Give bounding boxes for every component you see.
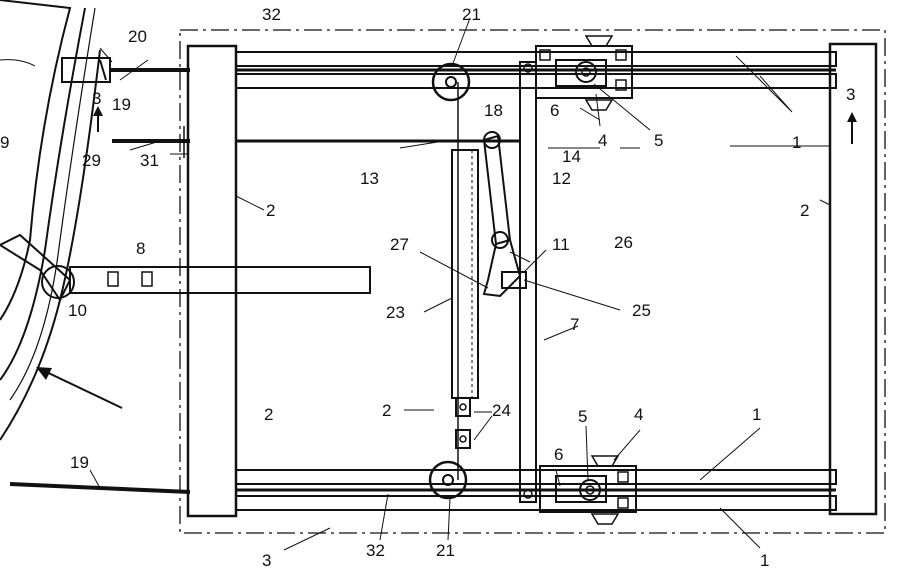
label-20: 20 xyxy=(128,27,147,46)
label-23: 23 xyxy=(386,303,405,322)
label-11: 11 xyxy=(552,235,570,254)
section-arrow-right-icon xyxy=(847,112,857,144)
label-2-left: 2 xyxy=(266,201,275,220)
label-32-bottom: 32 xyxy=(366,541,385,560)
label-19-top: 19 xyxy=(112,95,131,114)
label-9: 9 xyxy=(0,133,9,152)
pulley-21-bottom xyxy=(430,462,466,498)
dashed-enclosure-32 xyxy=(180,30,885,533)
label-21-top: 21 xyxy=(462,5,481,24)
label-4-bottom: 4 xyxy=(634,405,643,424)
label-24: 24 xyxy=(492,401,511,420)
section-arrow-left-icon xyxy=(93,106,103,132)
label-12: 12 xyxy=(552,169,571,188)
label-1-bottom-upper: 1 xyxy=(752,405,761,424)
label-5-bottom: 5 xyxy=(578,407,587,426)
label-32-top: 32 xyxy=(262,5,281,24)
label-13: 13 xyxy=(360,169,379,188)
label-3-bottom: 3 xyxy=(262,551,271,570)
label-14: 14 xyxy=(562,147,581,166)
label-2-center: 2 xyxy=(382,401,391,420)
label-2-bottom-left: 2 xyxy=(264,405,273,424)
label-8: 8 xyxy=(136,239,145,258)
label-10: 10 xyxy=(68,301,87,320)
label-6-top: 6 xyxy=(550,101,559,120)
beam-2-left xyxy=(188,46,236,516)
block-26 xyxy=(502,272,526,288)
label-6-bottom: 6 xyxy=(554,445,563,464)
label-18: 18 xyxy=(484,101,503,120)
tube-23 xyxy=(452,150,478,398)
label-21-bottom: 21 xyxy=(436,541,455,560)
member-7 xyxy=(520,62,536,502)
label-19-bottom: 19 xyxy=(70,453,89,472)
label-27: 27 xyxy=(390,235,409,254)
label-1-top: 1 xyxy=(792,133,801,152)
label-4-top: 4 xyxy=(598,131,607,150)
label-3-left: 3 xyxy=(92,89,101,108)
label-5-top: 5 xyxy=(654,131,663,150)
label-25: 25 xyxy=(632,301,651,320)
direction-arrow-icon xyxy=(36,367,122,408)
arm-8 xyxy=(0,235,370,300)
label-29: 29 xyxy=(82,151,101,170)
label-26: 26 xyxy=(614,233,633,252)
label-2-right: 2 xyxy=(800,201,809,220)
label-7: 7 xyxy=(570,315,579,334)
label-1-bottom-lower: 1 xyxy=(760,551,769,570)
label-31: 31 xyxy=(140,151,159,170)
label-3-right: 3 xyxy=(846,85,855,104)
